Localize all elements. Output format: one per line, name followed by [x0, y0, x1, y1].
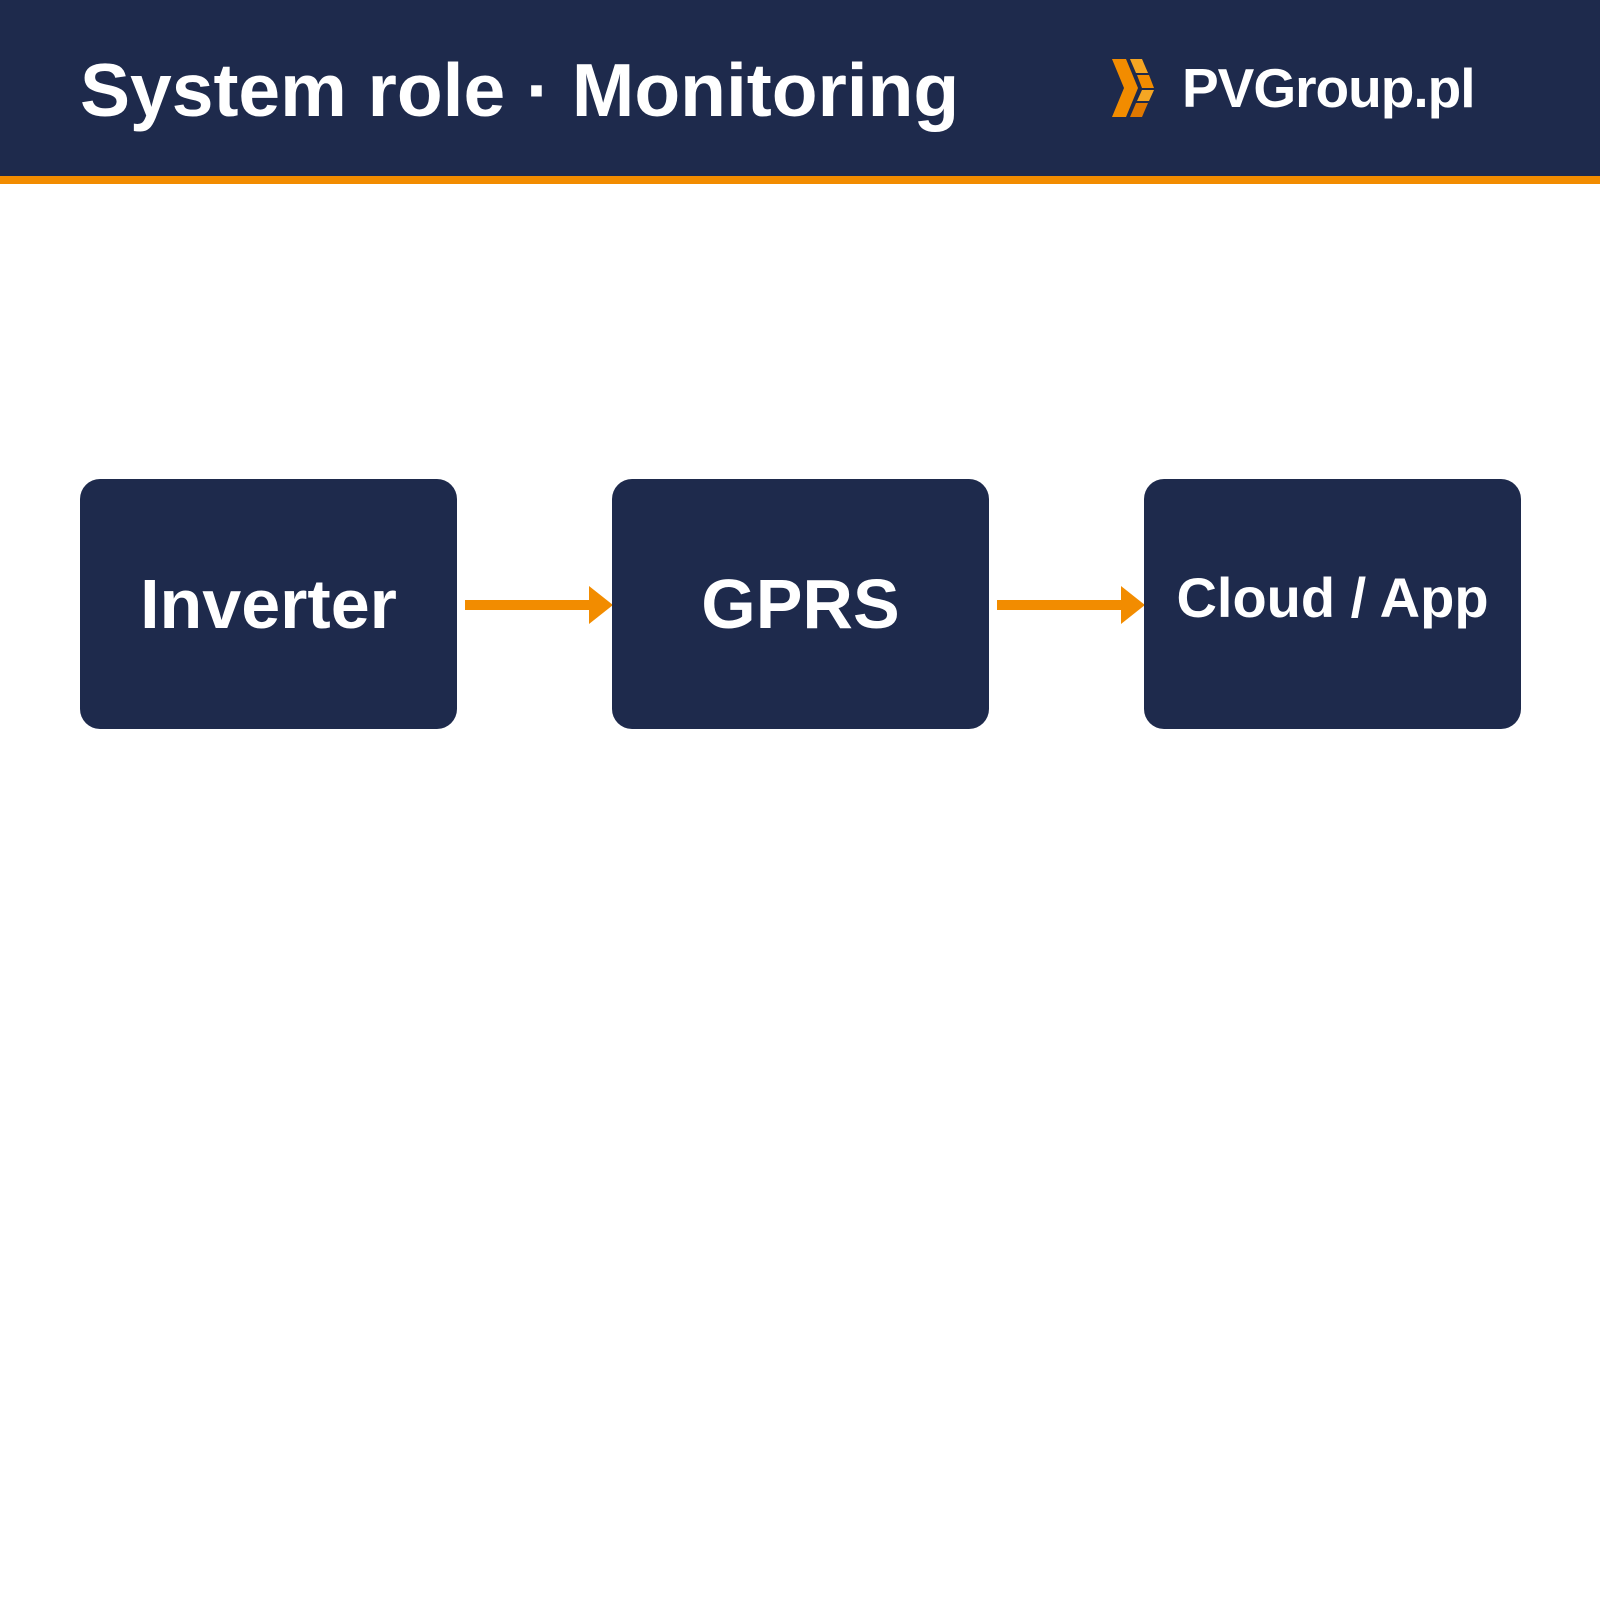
header-bar: System role · Monitoring PVGroup.pl [0, 0, 1600, 176]
header-accent-rule [0, 176, 1600, 184]
node-gprs: GPRS [612, 479, 989, 729]
brand: PVGroup.pl [1112, 56, 1475, 120]
node-cloud-app: Cloud / App [1144, 479, 1521, 729]
arrow-right-icon [465, 586, 613, 624]
node-label-cloud-app: Cloud / App [1176, 565, 1489, 629]
arrow-right-icon [997, 586, 1145, 624]
node-inverter: Inverter [80, 479, 457, 729]
node-label-inverter: Inverter [140, 565, 397, 643]
page-title: System role · Monitoring [80, 48, 960, 132]
chevron-blocks-logo-icon [1112, 59, 1154, 117]
node-label-gprs: GPRS [701, 565, 900, 643]
brand-name: PVGroup.pl [1182, 57, 1475, 119]
